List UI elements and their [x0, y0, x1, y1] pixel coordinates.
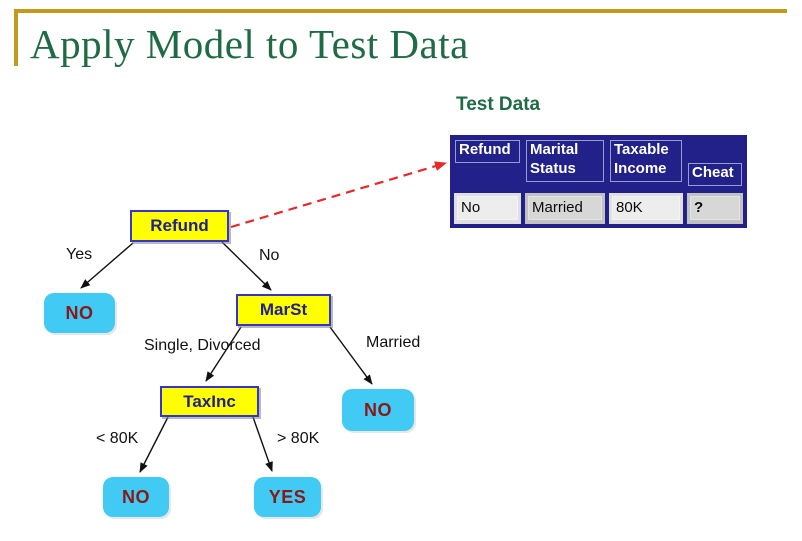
leaf-taxinc-lt80k-no: NO [103, 477, 169, 517]
tree-node-marst-label: MarSt [259, 300, 308, 319]
tree-node-taxinc-label: TaxInc [183, 391, 236, 411]
cell-taxable-income: 80K [609, 193, 683, 224]
cell-cheat: ? [687, 193, 743, 224]
edge-label-married: Married [366, 334, 421, 351]
leaf-marst-married-no: NO [342, 389, 414, 431]
edge-label-gt-80k: > 80K [277, 430, 320, 447]
edge-taxinc-lt80k-line [139, 416, 169, 473]
header-taxable-income-label: Taxable Income [610, 140, 682, 182]
edge-taxinc-gt80k-line [252, 416, 273, 472]
test-data-table: Refund Marital Status Taxable Income Che… [450, 135, 747, 228]
header-refund-label: Refund [455, 140, 520, 163]
edge-label-single-divorced: Single, Divorced [144, 337, 261, 354]
leaf-label: NO [364, 399, 392, 420]
header-taxable-income: Taxable Income [609, 139, 683, 189]
header-marital-status-label: Marital Status [526, 140, 604, 182]
cell-refund: No [454, 193, 521, 224]
leaf-label: NO [122, 486, 150, 507]
header-marital-status: Marital Status [525, 139, 605, 189]
tree-node-taxinc: TaxInc [160, 386, 259, 417]
leaf-label: NO [65, 302, 94, 323]
edge-label-lt-80k: < 80K [96, 430, 139, 447]
tree-node-refund: Refund [130, 210, 229, 242]
leaf-refund-yes-no: NO [44, 293, 115, 333]
test-data-heading: Test Data [456, 94, 541, 115]
tree-node-marst: MarSt [236, 294, 331, 326]
tree-node-refund-label: Refund [150, 216, 209, 235]
slide-title: Apply Model to Test Data [30, 21, 469, 67]
table-header-row: Refund Marital Status Taxable Income Che… [454, 139, 743, 189]
leaf-taxinc-gt80k-yes: YES [254, 477, 321, 517]
gold-top-rule [14, 9, 787, 13]
edge-label-yes: Yes [66, 246, 93, 263]
header-cheat: Cheat [687, 139, 743, 189]
leaf-label: YES [268, 486, 307, 507]
header-refund: Refund [454, 139, 521, 189]
cell-marital-status: Married [525, 193, 605, 224]
red-dashed-arrow-to-test-row [230, 161, 447, 229]
table-row: No Married 80K ? [454, 193, 743, 224]
header-cheat-label: Cheat [688, 163, 742, 186]
edge-label-no: No [259, 247, 280, 264]
gold-left-rule [14, 9, 18, 66]
